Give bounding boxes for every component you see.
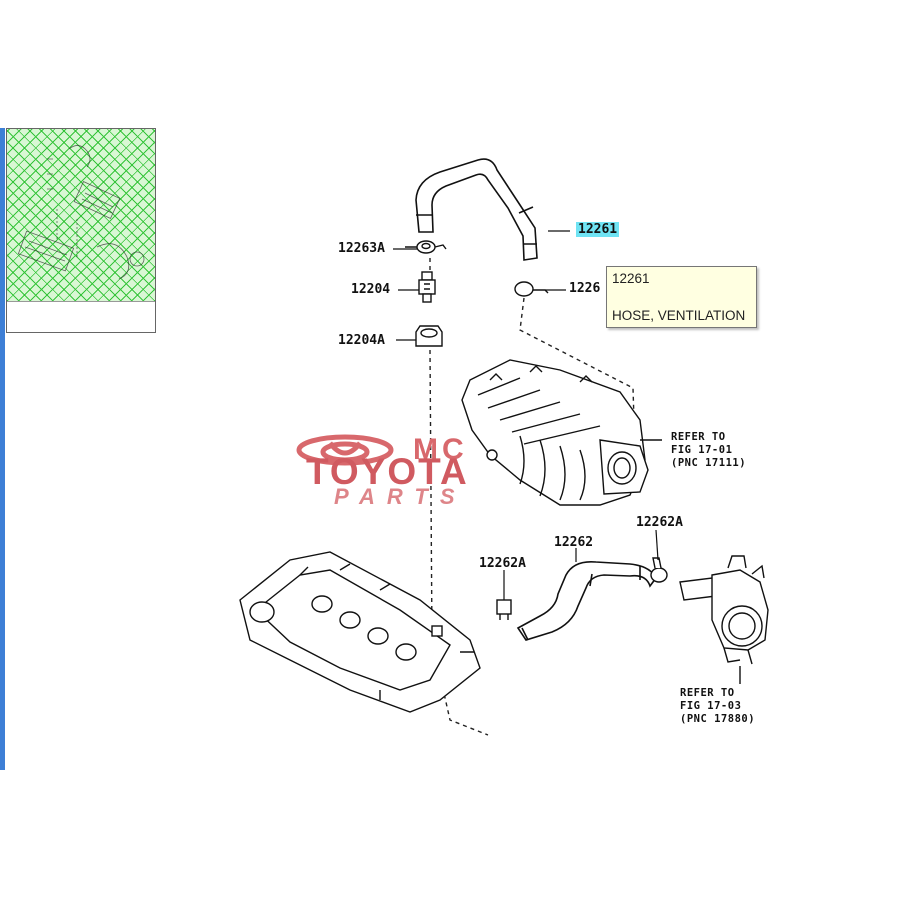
thumbnail-footer [7, 301, 155, 332]
watermark-parts: PARTS [334, 484, 467, 509]
tooltip-part-number: 12261 [612, 271, 650, 286]
reference-intake-manifold[interactable]: REFER TO FIG 17-01 (PNC 17111) [671, 431, 746, 470]
pcv-valve-12204 [418, 271, 436, 303]
ventilation-hose-upper [415, 158, 538, 261]
hose-clamp-right [650, 557, 668, 583]
reference-line: (PNC 17880) [680, 713, 756, 725]
label-12261-text[interactable]: 12261 [576, 222, 620, 237]
reference-line: REFER TO [671, 431, 726, 443]
label-1226-partial[interactable]: 1226 [569, 281, 601, 296]
reference-line: (PNC 17111) [671, 457, 747, 469]
reference-throttle-body[interactable]: REFER TO FIG 17-03 (PNC 17880) [680, 687, 755, 726]
label-12262[interactable]: 12262 [554, 535, 594, 550]
gasket-12204a [415, 325, 443, 347]
label-12204a[interactable]: 12204A [338, 333, 385, 348]
watermark-toyota: TOYOTA [306, 451, 469, 492]
overview-thumbnail[interactable] [6, 128, 156, 333]
reference-line: FIG 17-01 [671, 444, 733, 456]
label-12204[interactable]: 12204 [351, 282, 391, 297]
ventilation-hose-lower [516, 560, 657, 641]
leader-lines [393, 230, 659, 600]
intake-manifold [461, 359, 662, 506]
hose-clamp-left [496, 599, 512, 620]
window-edge-strip [0, 128, 5, 770]
label-12261[interactable]: 12261 [576, 222, 620, 237]
thumbnail-grid [7, 129, 155, 301]
label-12262a-left[interactable]: 12262A [479, 556, 526, 571]
throttle-body [679, 555, 769, 684]
reference-line: REFER TO [680, 687, 735, 699]
label-12263a[interactable]: 12263A [338, 241, 385, 256]
part-tooltip: 12261 HOSE, VENTILATION [606, 266, 757, 328]
grommet-12263a [405, 240, 447, 254]
thumbnail-sketch [17, 145, 145, 280]
reference-line: FIG 17-03 [680, 700, 742, 712]
label-12262a-right[interactable]: 12262A [636, 515, 683, 530]
tooltip-part-name: HOSE, VENTILATION [612, 308, 746, 323]
watermark-mc: MC [413, 433, 468, 466]
cylinder-head-cover [239, 551, 481, 713]
